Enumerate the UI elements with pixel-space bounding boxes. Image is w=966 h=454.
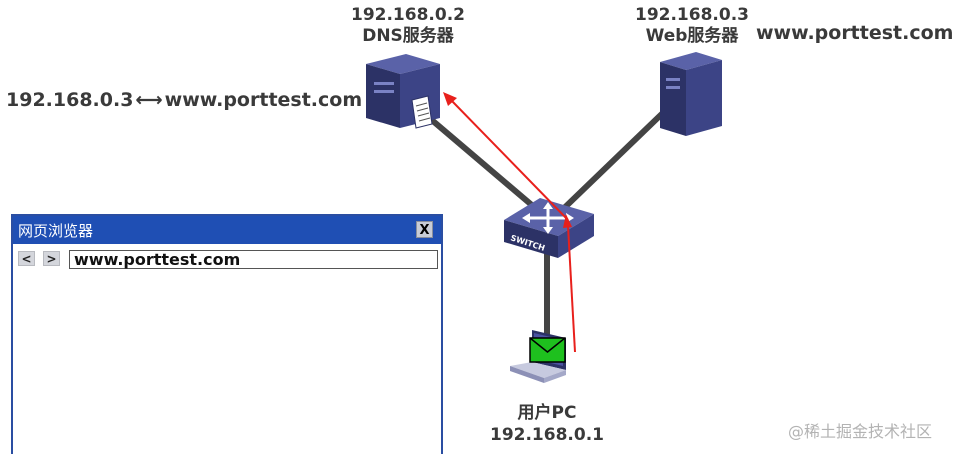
link-dns-switch: [418, 107, 542, 215]
close-button[interactable]: X: [416, 221, 433, 238]
switch-icon: SWITCH: [504, 198, 594, 258]
browser-window: 网页浏览器 X < > www.porttest.com: [11, 214, 443, 454]
web-server-domain: www.porttest.com: [756, 22, 954, 44]
web-server-ip: 192.168.0.3: [634, 5, 749, 25]
forward-button[interactable]: >: [43, 251, 60, 266]
address-bar-input[interactable]: www.porttest.com: [69, 250, 438, 269]
browser-toolbar: < > www.porttest.com: [13, 244, 441, 270]
user-pc-name: 用户PC: [517, 403, 577, 423]
link-web-switch: [557, 105, 671, 215]
dns-record-mapping: 192.168.0.3⟷www.porttest.com: [6, 89, 362, 111]
back-button[interactable]: <: [18, 251, 35, 266]
dns-server-ip: 192.168.0.2: [350, 5, 465, 25]
bidirectional-arrow-icon: ⟷: [135, 89, 163, 111]
dns-record-domain: www.porttest.com: [164, 89, 363, 111]
web-server-icon: [660, 52, 722, 136]
request-path-arrow: [443, 92, 576, 353]
dns-server-name: DNS服务器: [362, 26, 454, 46]
envelope-icon: [529, 337, 566, 363]
watermark: @稀土掘金技术社区: [788, 422, 933, 441]
dns-server-icon: [366, 54, 440, 129]
dns-record-ip: 192.168.0.3: [6, 89, 134, 111]
web-server-name: Web服务器: [645, 26, 739, 46]
browser-title: 网页浏览器: [18, 222, 94, 240]
browser-titlebar: 网页浏览器 X: [13, 216, 441, 244]
user-pc-ip: 192.168.0.1: [489, 425, 604, 445]
